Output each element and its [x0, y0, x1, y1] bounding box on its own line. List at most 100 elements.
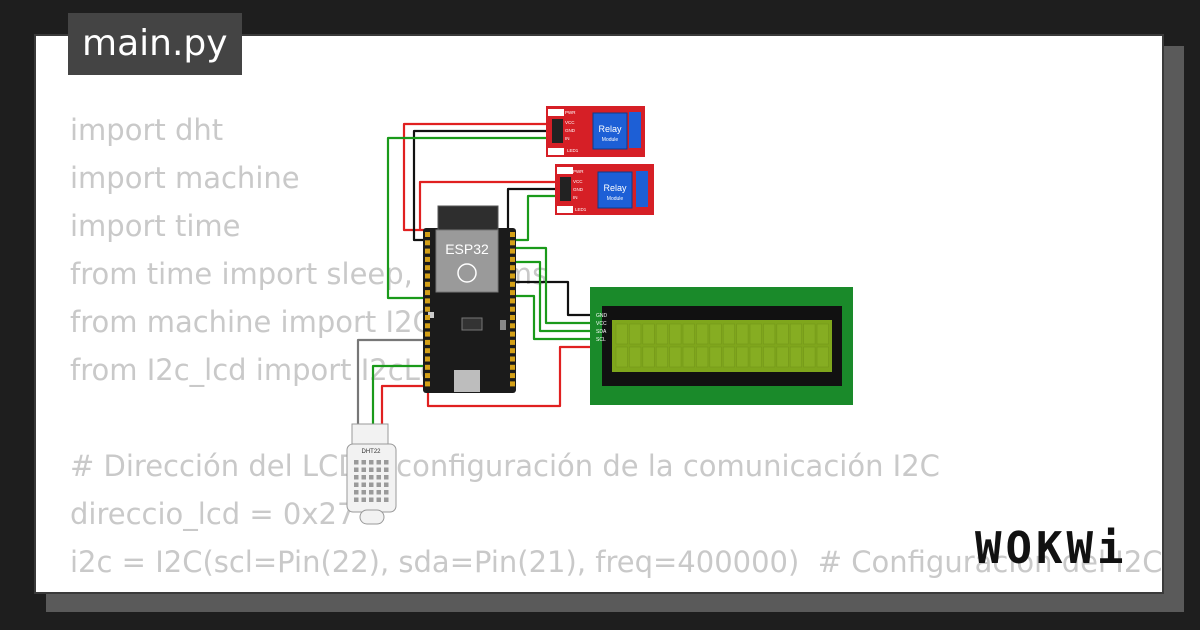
wire-green-lcd-scl	[514, 294, 596, 341]
esp32-pins-right	[510, 232, 515, 387]
lcd-cell	[709, 346, 722, 368]
dht-label: DHT22	[361, 449, 381, 455]
lcd-cell	[763, 346, 776, 368]
dht-vent	[384, 490, 389, 495]
relay1-pin-gnd: GND	[565, 128, 576, 133]
lcd-cell	[789, 346, 803, 368]
esp32-pin	[425, 273, 430, 279]
dht-vent	[384, 497, 389, 502]
code-line: import time	[70, 209, 241, 243]
lcd-cell	[669, 346, 682, 368]
dht-vent	[376, 490, 381, 495]
esp32-pin	[425, 306, 430, 312]
wire-red-lcd	[426, 345, 596, 408]
dht22-sensor[interactable]: DHT22	[346, 423, 397, 525]
dht-vent	[354, 460, 359, 465]
wire-green-relay1	[386, 136, 548, 300]
dht-vent	[376, 497, 381, 502]
relay2-pin-in: IN	[573, 195, 578, 200]
dht-vent	[361, 467, 366, 472]
lcd-cell	[816, 323, 829, 345]
relay1-pin-in: IN	[565, 136, 570, 141]
lcd-cell	[709, 323, 722, 345]
lcd-cell	[803, 346, 816, 368]
dht-vent	[384, 475, 389, 480]
esp32-pin	[425, 265, 430, 271]
esp32-pin	[425, 298, 430, 304]
lcd-cell	[655, 346, 669, 368]
lcd-cell	[736, 323, 749, 345]
dht-vent	[361, 475, 366, 480]
wire-green-lcd-sda	[514, 260, 596, 333]
esp32-pin	[510, 323, 515, 329]
wokwi-logo: WOKWi	[975, 523, 1151, 583]
esp32-pin	[510, 232, 515, 237]
esp32-pin	[510, 331, 515, 337]
dht-vent	[376, 482, 381, 487]
esp32-pin	[510, 373, 515, 379]
lcd-cell	[736, 346, 749, 368]
code-line: from machine import I2C, Pin	[70, 305, 495, 339]
dht-vent	[369, 475, 374, 480]
file-tab[interactable]: main.py	[68, 13, 242, 75]
dht-vent	[361, 460, 366, 465]
relay1-label: Relay	[598, 124, 622, 134]
lcd-cell	[642, 323, 655, 345]
lcd-pin-vcc: VCC	[596, 321, 607, 327]
esp32-pin	[510, 348, 515, 354]
esp32-pin	[425, 356, 430, 362]
dht-vent	[361, 490, 366, 495]
relay-module-2[interactable]: Relay Module PWR VCC GND IN LED1	[555, 164, 654, 215]
esp32-board[interactable]: ESP32	[423, 205, 516, 393]
wire-red-relay2	[418, 180, 556, 230]
esp32-pin	[510, 281, 515, 287]
dht-vent	[369, 467, 374, 472]
lcd-cell	[655, 323, 669, 345]
dht-vent	[354, 467, 359, 472]
lcd-cell	[629, 323, 642, 345]
esp32-pins-left	[425, 232, 430, 387]
lcd-cell	[696, 323, 709, 345]
esp32-pin	[425, 248, 430, 254]
wire-green-dht	[371, 364, 425, 425]
code-line: import machine	[70, 161, 300, 195]
wire-green-lcd-vcc	[514, 246, 596, 325]
dht-vent	[369, 490, 374, 495]
relay1-pwr: PWR	[565, 110, 576, 115]
esp32-pin	[510, 240, 515, 246]
relay2-led: LED1	[575, 207, 587, 212]
dht-vent	[384, 460, 389, 465]
esp32-pin	[425, 256, 430, 262]
esp32-pin	[510, 248, 515, 254]
wire-red-dht	[380, 384, 425, 425]
esp32-pin	[425, 323, 430, 329]
esp32-pin	[510, 356, 515, 362]
esp32-pin	[510, 256, 515, 262]
wire-gray-dht	[356, 338, 425, 425]
dht-vent	[384, 482, 389, 487]
dht-vent	[354, 482, 359, 487]
dht-vent	[369, 482, 374, 487]
esp32-pin	[425, 381, 430, 387]
lcd-cell	[776, 323, 789, 345]
lcd-1602-i2c[interactable]: GND VCC SDA SCL	[590, 287, 853, 405]
dht-vent	[376, 467, 381, 472]
lcd-cell	[803, 323, 816, 345]
esp32-pin	[510, 306, 515, 312]
code-line: direccio_lcd = 0x27	[70, 497, 356, 531]
relay1-sublabel: Module	[602, 137, 619, 143]
dht-vent-grid	[354, 460, 389, 502]
lcd-cell	[642, 346, 655, 368]
esp32-pin	[425, 348, 430, 354]
esp32-label: ESP32	[445, 241, 489, 257]
dht-vent	[376, 460, 381, 465]
dht-vent	[369, 460, 374, 465]
lcd-cell	[629, 346, 642, 368]
dht-vent	[361, 482, 366, 487]
lcd-cell	[789, 323, 803, 345]
wire-green-relay2	[514, 194, 556, 242]
lcd-cell	[682, 323, 695, 345]
relay-module-1[interactable]: Relay Module PWR VCC GND IN LED1	[546, 106, 645, 157]
esp32-pin	[425, 315, 430, 320]
